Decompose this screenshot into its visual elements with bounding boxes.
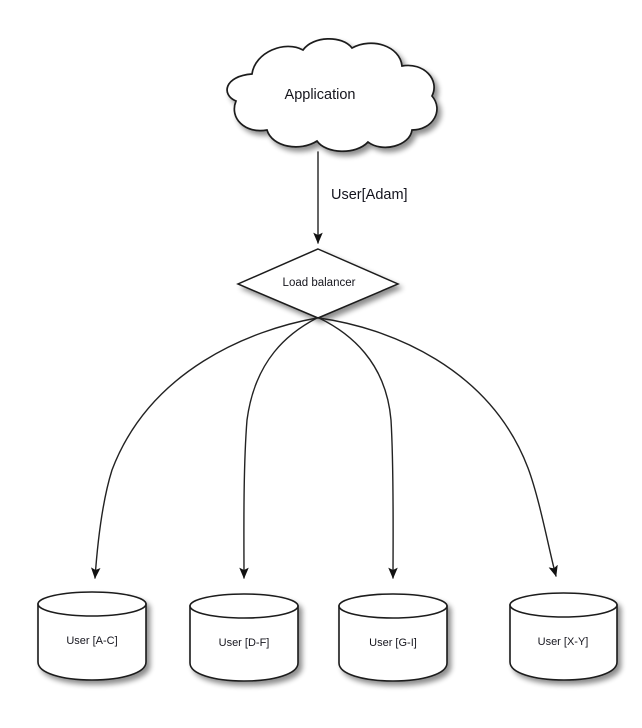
node-load-balancer[interactable]: Load balancer — [236, 248, 400, 319]
database-3-label: User [G-I] — [369, 637, 417, 649]
edges-load-balancer-to-databases — [90, 317, 558, 579]
edge-lb-to-db-2 — [239, 317, 318, 579]
load-balancer-label: Load balancer — [283, 277, 356, 289]
cylinder-body-3 — [338, 605, 448, 682]
database-2-label: User [D-F] — [219, 637, 270, 649]
cylinder-top-4 — [509, 592, 618, 618]
cylinder-top-2 — [189, 593, 299, 619]
node-database-4[interactable]: User [X-Y] — [509, 592, 618, 681]
edge-lb-to-db-1 — [90, 317, 318, 579]
cylinder-body-4 — [509, 604, 618, 681]
cylinder-top-3 — [338, 593, 448, 619]
edge-label-user-adam: User[Adam] — [331, 187, 408, 203]
diamond-shape — [236, 248, 400, 319]
database-4-label: User [X-Y] — [538, 636, 589, 648]
application-label: Application — [285, 87, 356, 103]
edge-lb-to-db-3 — [318, 317, 398, 579]
node-application[interactable]: Application — [226, 38, 438, 153]
edge-application-to-load-balancer: User[Adam] — [313, 151, 408, 244]
cloud-shape — [226, 38, 438, 153]
node-database-1[interactable]: User [A-C] — [37, 591, 147, 681]
cylinder-body-2 — [189, 605, 299, 682]
cylinder-body-1 — [37, 603, 147, 681]
edge-lb-to-db-4 — [318, 317, 558, 577]
node-database-2[interactable]: User [D-F] — [189, 593, 299, 682]
cylinder-top-1 — [37, 591, 147, 617]
database-1-label: User [A-C] — [66, 635, 117, 647]
node-database-3[interactable]: User [G-I] — [338, 593, 448, 682]
